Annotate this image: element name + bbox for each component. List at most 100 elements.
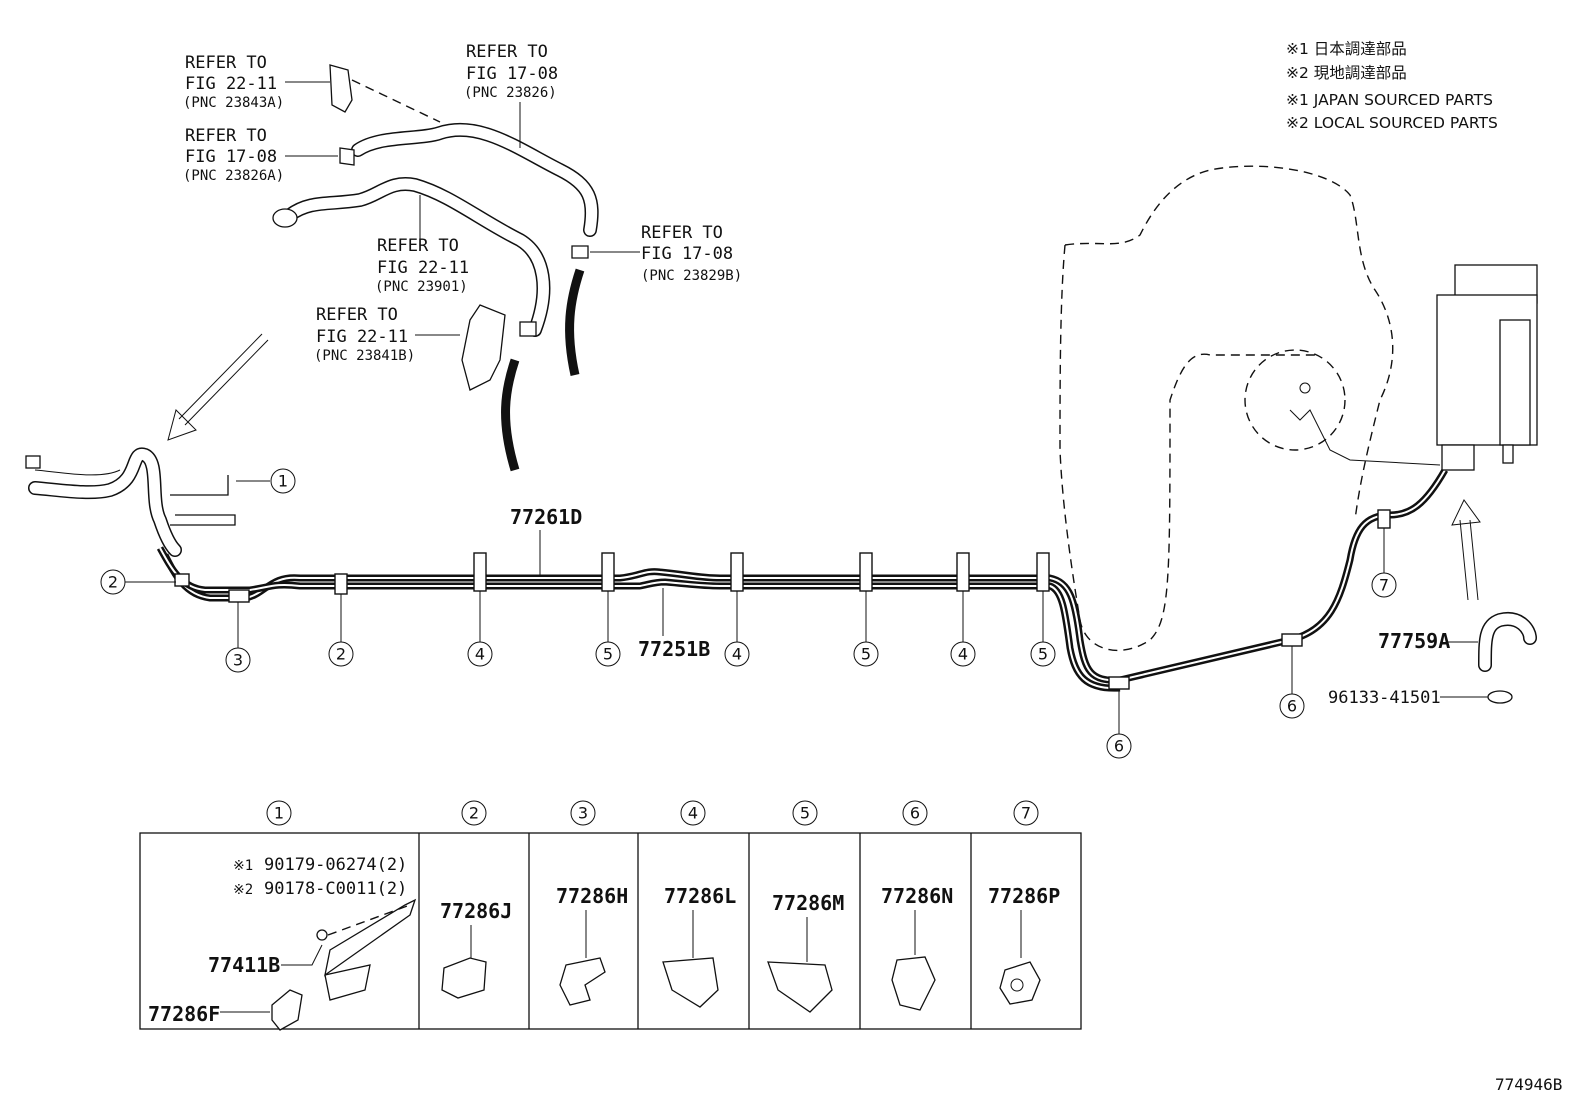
fuel-tank-outline (1059, 165, 1441, 652)
clamp-77286N-icon (891, 956, 936, 1011)
svg-text:FIG 17-08: FIG 17-08 (185, 147, 277, 167)
diagram-id: 774946B (1495, 1075, 1562, 1094)
svg-text:REFER TO: REFER TO (185, 126, 267, 146)
clamp-legend-table: 1 2 3 4 5 6 7 ※1 90179-06274(2) ※2 90178… (139, 800, 1082, 1031)
legend-header-4: 4 (688, 804, 698, 823)
clamp (730, 552, 744, 592)
ref-23826: REFER TO FIG 17-08 (PNC 23826) (464, 42, 558, 101)
clamp-77286J-icon (441, 957, 487, 999)
clip-23843A (329, 64, 353, 113)
direction-arrow-right (1451, 499, 1481, 601)
canister-hose-77759A (1447, 612, 1537, 672)
callout-3: 3 (233, 651, 243, 670)
svg-text:REFER TO: REFER TO (466, 42, 548, 62)
clamp-77286H-icon (559, 957, 606, 1006)
sourcing-notes: ※1 日本調達部品 ※2 現地調達部品 ※1 JAPAN SOURCED PAR… (1286, 40, 1498, 132)
svg-text:(PNC 23901): (PNC 23901) (375, 279, 468, 295)
callout-5: 5 (1038, 645, 1048, 664)
dark-hose (565, 268, 585, 376)
fuel-tube-77251B (156, 546, 1121, 692)
clamp (859, 552, 873, 592)
dark-hose (501, 358, 520, 472)
part-77411B-label: 77411B (208, 953, 280, 977)
tube-clamps (174, 509, 1391, 690)
part-90179-06274: 90179-06274(2) (264, 855, 407, 875)
clamp (601, 552, 615, 592)
callout-4: 4 (475, 645, 485, 664)
part-77759A-label: 77759A (1378, 629, 1450, 653)
svg-text:FIG 17-08: FIG 17-08 (641, 244, 733, 264)
callout-5: 5 (603, 645, 613, 664)
legend-header-7: 7 (1021, 804, 1031, 823)
ref-23843A: REFER TO FIG 22-11 (PNC 23843A) (183, 53, 284, 111)
clamp (956, 552, 970, 592)
callout-6: 6 (1287, 697, 1297, 716)
clamp (473, 552, 487, 592)
bracket-77411B-icon (324, 898, 417, 1001)
clip-23829B (571, 245, 589, 259)
callout-5: 5 (861, 645, 871, 664)
bolt-icon (316, 929, 328, 941)
note-japan-sourced-jp: ※1 日本調達部品 (1286, 40, 1407, 58)
part-77261D-label: 77261D (510, 505, 582, 529)
callout-7: 7 (1379, 576, 1389, 595)
legend-header-5: 5 (800, 804, 810, 823)
svg-text:FIG 22-11: FIG 22-11 (316, 327, 408, 347)
callout-4: 4 (732, 645, 742, 664)
part-77286F-label: 77286F (148, 1002, 220, 1026)
svg-text:FIG 17-08: FIG 17-08 (466, 64, 558, 84)
clamp (1108, 676, 1130, 690)
filler-neck-pipes (25, 447, 270, 557)
ref-23901: REFER TO FIG 22-11 (PNC 23901) (375, 236, 469, 295)
note-local-sourced-en: ※2 LOCAL SOURCED PARTS (1286, 114, 1498, 132)
callout-1: 1 (278, 472, 288, 491)
hose-fitting (272, 208, 298, 228)
svg-text:(PNC 23841B): (PNC 23841B) (314, 348, 415, 364)
svg-text:(PNC 23829B): (PNC 23829B) (641, 268, 742, 284)
note-local-sourced-jp: ※2 現地調達部品 (1286, 64, 1407, 82)
svg-text:FIG 22-11: FIG 22-11 (377, 258, 469, 278)
clamp (174, 573, 190, 587)
svg-text:REFER TO: REFER TO (377, 236, 459, 256)
direction-arrow-left (167, 333, 269, 441)
bracket-77411B (170, 475, 236, 526)
legend-header-2: 2 (469, 804, 479, 823)
part-77286P-label: 77286P (988, 884, 1060, 908)
callout-2: 2 (336, 645, 346, 664)
callout-circles: 1 2 3 2 4 5 4 5 4 5 (100, 468, 1397, 759)
part-77286H-label: 77286H (556, 884, 628, 908)
part-96133-41501-label: 96133-41501 (1328, 688, 1441, 708)
svg-text:(PNC 23826): (PNC 23826) (464, 85, 557, 101)
clamp-77286L-icon (662, 957, 719, 1008)
svg-text:REFER TO: REFER TO (185, 53, 267, 73)
svg-text:(PNC 23826A): (PNC 23826A) (183, 168, 284, 184)
clamp-77286M-icon (767, 961, 833, 1013)
callout-2: 2 (108, 573, 118, 592)
clamp-77286P-icon (999, 961, 1041, 1005)
part-77286M-label: 77286M (772, 891, 844, 915)
filler-hose-assembly (272, 64, 640, 472)
part-77251B-label: 77251B (638, 637, 710, 661)
note-japan-sourced-en: ※1 JAPAN SOURCED PARTS (1286, 91, 1493, 109)
clamp (334, 573, 348, 595)
svg-text:FIG 22-11: FIG 22-11 (185, 74, 277, 94)
clamp (1377, 509, 1391, 529)
part-77286L-label: 77286L (664, 884, 736, 908)
svg-text:REFER TO: REFER TO (316, 305, 398, 325)
part-77286N-label: 77286N (881, 884, 953, 908)
svg-text:REFER TO: REFER TO (641, 223, 723, 243)
note-mark-2: ※2 (233, 882, 253, 898)
legend-header-6: 6 (910, 804, 920, 823)
clamp (228, 589, 250, 603)
legend-header-1: 1 (274, 804, 284, 823)
filler-pipe-cap (25, 455, 41, 469)
note-mark-1: ※1 (233, 858, 253, 874)
main-fuel-tubes (156, 468, 1449, 692)
charcoal-canister (1436, 264, 1538, 471)
clip-23826A (339, 147, 355, 166)
hose-fitting (519, 321, 537, 337)
hose-clamp-96133-41501 (1440, 690, 1513, 704)
svg-text:(PNC 23843A): (PNC 23843A) (183, 95, 284, 111)
legend-header-3: 3 (578, 804, 588, 823)
